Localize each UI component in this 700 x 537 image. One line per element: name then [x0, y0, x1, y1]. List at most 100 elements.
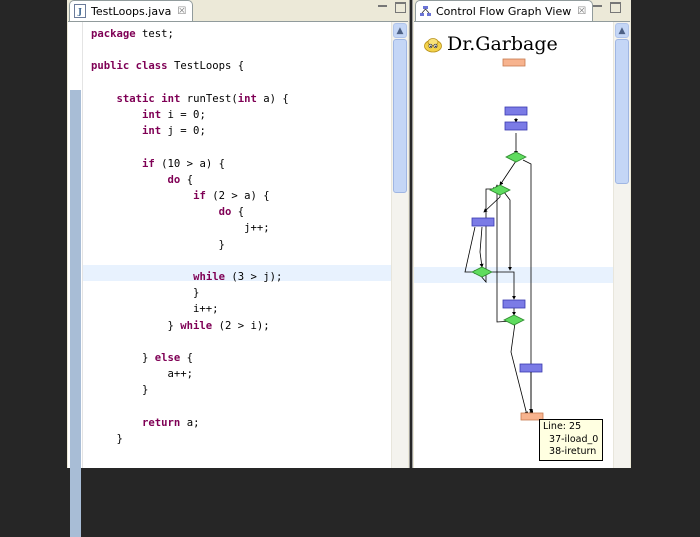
code-token: }	[91, 433, 123, 445]
keyword-token: int	[161, 92, 181, 105]
code-token	[91, 158, 142, 170]
block-node[interactable]	[504, 106, 528, 116]
code-token: (10 > a) {	[154, 157, 225, 170]
code-token: {	[180, 173, 194, 186]
code-line[interactable]: public class TestLoops {	[91, 59, 244, 73]
code-token: {	[180, 352, 194, 364]
logo-text: Dr.Garbage	[447, 33, 558, 55]
code-line[interactable]: } while (2 > i);	[91, 319, 270, 333]
keyword-token: if	[193, 190, 206, 202]
control-flow-graph-view: Control Flow Graph View ☒ Dr.Garbage	[412, 0, 631, 468]
minimize-icon[interactable]	[378, 5, 387, 7]
entry-node[interactable]	[502, 58, 526, 67]
block-node[interactable]	[519, 363, 543, 373]
edge	[510, 322, 529, 416]
tab-control-flow-graph[interactable]: Control Flow Graph View ☒	[415, 0, 594, 21]
code-line[interactable]: j++;	[91, 221, 270, 235]
code-line[interactable]: }	[91, 432, 123, 446]
code-line[interactable]: }	[91, 238, 225, 252]
maximize-icon[interactable]	[610, 2, 621, 13]
scroll-up-arrow-icon[interactable]: ▲	[615, 23, 629, 38]
editor-content[interactable]: package test; public class TestLoops { st…	[68, 21, 408, 537]
node-tooltip: Line: 25 37-iload_0 38-ireturn	[539, 419, 603, 461]
code-token: {	[231, 206, 245, 219]
edge	[503, 191, 512, 271]
close-icon[interactable]: ☒	[577, 5, 587, 17]
edge	[464, 226, 478, 274]
code-line[interactable]: static int runTest(int a) {	[91, 92, 289, 106]
garbage-mascot-icon	[423, 35, 443, 53]
scroll-thumb[interactable]	[615, 39, 629, 184]
java-file-icon: J	[74, 4, 86, 18]
code-line[interactable]: int i = 0;	[91, 108, 206, 122]
dr-garbage-logo: Dr.Garbage	[423, 33, 558, 55]
code-token: }	[91, 384, 149, 397]
maximize-icon[interactable]	[395, 2, 406, 13]
tab-testloops-java[interactable]: J TestLoops.java ☒	[69, 0, 194, 21]
block-node[interactable]	[502, 299, 526, 309]
code-token: (3 > j);	[224, 271, 283, 283]
decision-node[interactable]	[505, 151, 527, 163]
code-token	[91, 93, 117, 105]
code-line[interactable]: int j = 0;	[91, 124, 206, 138]
exit-node[interactable]	[520, 412, 544, 421]
code-line[interactable]: }	[91, 383, 148, 397]
decision-node[interactable]	[503, 314, 525, 326]
scroll-up-arrow-icon[interactable]: ▲	[393, 23, 407, 38]
code-token	[91, 271, 193, 283]
code-line[interactable]: if (10 > a) {	[91, 157, 225, 171]
keyword-token: do	[167, 173, 181, 186]
code-line[interactable]: a++;	[91, 367, 194, 381]
keyword-token: int	[142, 109, 162, 121]
block-node[interactable]	[504, 121, 528, 131]
code-line[interactable]: return a;	[91, 416, 199, 430]
keyword-token: while	[180, 319, 213, 332]
decision-node[interactable]	[471, 266, 493, 278]
current-line-highlight	[83, 265, 391, 281]
code-line[interactable]: do {	[91, 173, 194, 187]
keyword-token: int	[237, 92, 257, 105]
code-token: a) {	[256, 92, 289, 105]
keyword-token: while	[193, 271, 225, 283]
code-token: j = 0;	[161, 125, 206, 138]
minimize-icon[interactable]	[593, 5, 602, 7]
tab-title: Control Flow Graph View	[436, 4, 572, 18]
edge	[479, 226, 484, 268]
code-token: a;	[180, 416, 200, 429]
tab-title: TestLoops.java	[91, 4, 172, 18]
cfg-canvas[interactable]: Dr.Garbage	[414, 21, 630, 468]
decision-node[interactable]	[489, 184, 511, 196]
control-flow-graph[interactable]	[414, 22, 614, 467]
code-token: TestLoops {	[167, 60, 245, 73]
close-icon[interactable]: ☒	[177, 5, 187, 17]
code-line[interactable]: do {	[91, 205, 245, 219]
block-node[interactable]	[471, 217, 495, 227]
code-line[interactable]: if (2 > a) {	[91, 189, 270, 203]
vertical-scrollbar[interactable]: ▲	[391, 22, 408, 468]
scroll-thumb[interactable]	[393, 39, 407, 193]
code-token	[91, 125, 142, 137]
keyword-token: package	[91, 28, 136, 40]
vertical-scrollbar[interactable]: ▲	[613, 22, 630, 468]
code-token: (2 > a) {	[205, 190, 270, 202]
code-line[interactable]: package test;	[91, 27, 174, 41]
edge	[479, 187, 497, 284]
keyword-token: static	[116, 92, 155, 105]
code-line[interactable]: }	[91, 286, 199, 300]
cfg-tab-bar: Control Flow Graph View ☒	[413, 0, 631, 21]
code-token: i++;	[91, 303, 219, 316]
current-line-highlight	[414, 267, 613, 283]
keyword-token: class	[135, 60, 168, 73]
code-token: j++;	[91, 222, 270, 235]
code-line[interactable]: while (3 > j);	[91, 270, 282, 284]
code-line[interactable]: } else {	[91, 351, 193, 365]
code-token: test;	[135, 28, 174, 40]
keyword-token: int	[142, 125, 162, 138]
code-token: }	[91, 352, 155, 364]
code-token	[91, 417, 142, 429]
code-token: (2 > i);	[212, 319, 270, 332]
code-token: }	[91, 319, 181, 332]
code-line[interactable]: i++;	[91, 302, 219, 316]
keyword-token: do	[218, 206, 232, 219]
keyword-token: public	[91, 60, 130, 73]
